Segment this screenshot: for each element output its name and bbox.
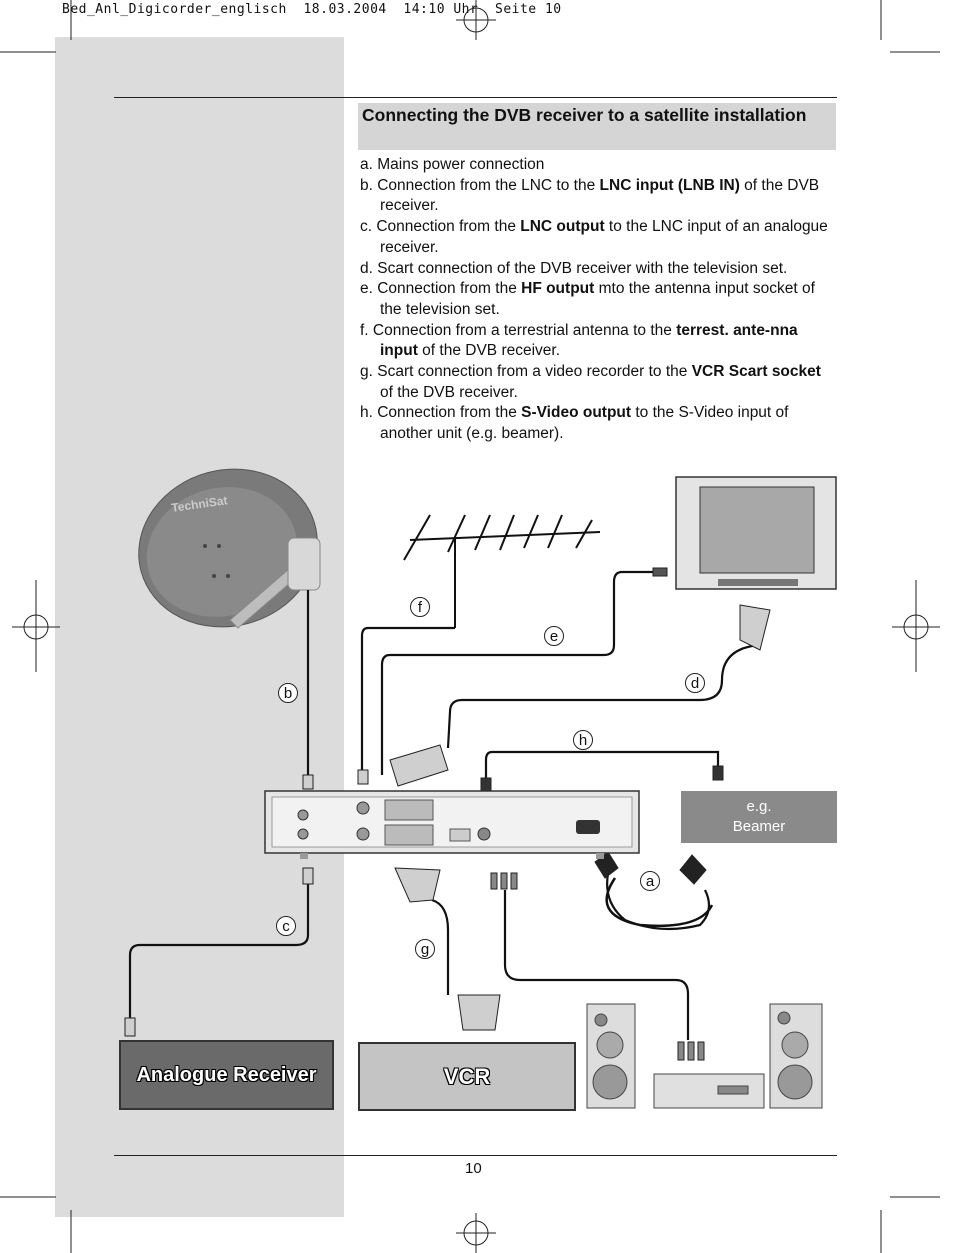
- beamer-box: e.g. Beamer: [681, 791, 837, 843]
- terrestrial-antenna-icon: [403, 514, 601, 628]
- connection-list: a. Mains power connection b. Connection f…: [360, 155, 830, 445]
- television-icon: [675, 476, 837, 590]
- list-item: e. Connection from the HF output mto the…: [360, 279, 830, 320]
- item-text: h. Connection from the: [360, 404, 522, 422]
- item-text-end: of the DVB receiver.: [380, 383, 518, 401]
- label-b: b: [278, 683, 298, 703]
- label-f: f: [410, 597, 430, 617]
- bottom-rule: [114, 1155, 837, 1156]
- item-text-end: to the S-Video input of another unit (e.…: [380, 404, 789, 443]
- section-heading: Connecting the DVB receiver to a satelli…: [358, 103, 836, 150]
- item-text-end: of the DVB receiver.: [417, 342, 561, 360]
- item-text: f. Connection from a terrestrial antenna…: [360, 321, 677, 339]
- label-g: g: [415, 939, 435, 959]
- beamer-line1: e.g.: [746, 798, 772, 815]
- item-text: g. Scart connection from a video recorde…: [360, 363, 692, 381]
- list-item: f. Connection from a terrestrial antenna…: [360, 321, 830, 362]
- item-bold-term: VCR Scart socket: [691, 363, 821, 381]
- item-text: e. Connection from the: [360, 280, 522, 298]
- item-bold-term: LNC output: [520, 218, 605, 236]
- analogue-receiver-box: Analogue Receiver: [119, 1040, 334, 1110]
- print-slug: Bed_Anl_Digicorder_englisch 18.03.2004 1…: [62, 2, 562, 17]
- mains-cable: [605, 877, 714, 928]
- item-text-end: of the DVB receiver.: [380, 176, 820, 215]
- left-margin-band: [55, 37, 344, 1217]
- label-e: e: [544, 626, 564, 646]
- list-item: d. Scart connection of the DVB receiver …: [360, 259, 830, 280]
- item-text-end: mto the antenna input socket of the tele…: [380, 280, 815, 318]
- item-text-end: to the LNC input of an analogue receiver…: [380, 218, 828, 256]
- beamer-line2: Beamer: [732, 818, 786, 835]
- list-item: a. Mains power connection: [360, 155, 830, 176]
- cables: [128, 570, 761, 1040]
- item-bold-term: HF output: [521, 280, 595, 298]
- item-text: d. Scart connection of the DVB receiver …: [360, 259, 788, 277]
- top-rule: [114, 97, 837, 98]
- label-c: c: [276, 916, 296, 936]
- item-bold-term: S-Video output: [521, 404, 632, 422]
- hifi-system-icon: [586, 1003, 823, 1109]
- item-text: b. Connection from the LNC to the: [360, 176, 600, 194]
- item-text: a. Mains power connection: [360, 156, 545, 173]
- dvb-receiver-rear-panel: [264, 790, 640, 859]
- item-bold-term: LNC input (LNB IN): [599, 176, 740, 194]
- list-item: c. Connection from the LNC output to the…: [360, 217, 830, 258]
- label-a: a: [640, 871, 660, 891]
- list-item: h. Connection from the S-Video output to…: [360, 403, 830, 444]
- label-d: d: [685, 673, 705, 693]
- item-text: c. Connection from the: [360, 218, 521, 236]
- page-number: 10: [465, 1160, 482, 1177]
- connectors: [124, 567, 771, 1061]
- vcr-box: VCR: [358, 1042, 576, 1111]
- list-item: b. Connection from the LNC to the LNC in…: [360, 176, 830, 217]
- item-bold-term: terrest. ante-nna input: [380, 321, 798, 360]
- label-h: h: [573, 730, 593, 750]
- satellite-dish-icon: TechniSat: [138, 468, 321, 629]
- list-item: g. Scart connection from a video recorde…: [360, 362, 830, 403]
